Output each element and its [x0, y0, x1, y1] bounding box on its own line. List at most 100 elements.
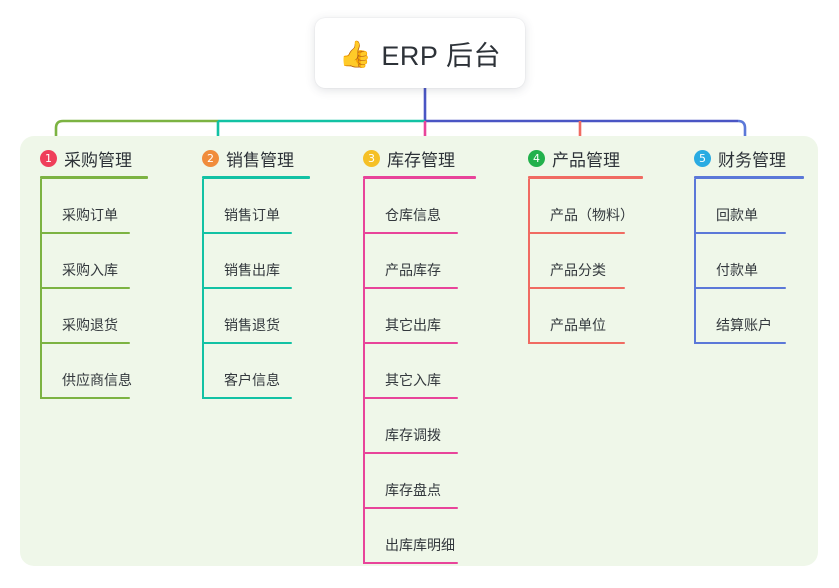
branch-item[interactable]: 采购入库: [40, 234, 148, 289]
branch-item[interactable]: 其它出库: [363, 289, 476, 344]
branch-item-rule: [528, 287, 625, 289]
branch-item-label: 采购入库: [62, 262, 118, 278]
branch-item[interactable]: 库存盘点: [363, 454, 476, 509]
branch-header-4[interactable]: 4 产品管理: [528, 145, 643, 171]
branch-items: 采购订单采购入库采购退货供应商信息: [40, 179, 148, 399]
branch-item-rule: [363, 562, 458, 564]
branch-number-badge: 3: [363, 149, 380, 167]
branch-item-rule: [363, 287, 458, 289]
branch-item-label: 结算账户: [716, 317, 772, 333]
branch-number-badge: 4: [528, 149, 545, 167]
branch-title: 财务管理: [718, 150, 786, 170]
branch-spine: [363, 179, 365, 564]
branch-title: 产品管理: [552, 150, 620, 170]
branch-header-2[interactable]: 2 销售管理: [202, 145, 310, 171]
branch-item-rule: [694, 287, 786, 289]
branch-header-1[interactable]: 1 采购管理: [40, 145, 148, 171]
branch-item-rule: [363, 452, 458, 454]
branch-spine: [202, 179, 204, 399]
branch-item[interactable]: 产品（物料）: [528, 179, 643, 234]
branch-item[interactable]: 产品库存: [363, 234, 476, 289]
root-node[interactable]: 👍 ERP 后台: [315, 18, 525, 88]
branch-item-rule: [694, 232, 786, 234]
branch-item-label: 采购退货: [62, 317, 118, 333]
branch-item[interactable]: 仓库信息: [363, 179, 476, 234]
branch-item-rule: [40, 342, 130, 344]
branch-number-badge: 1: [40, 149, 57, 167]
branch-header-rule: [694, 176, 804, 179]
branch-number-badge: 5: [694, 149, 711, 167]
branch-item[interactable]: 结算账户: [694, 289, 804, 344]
branch-item-label: 库存盘点: [385, 482, 441, 498]
branch-item-label: 其它出库: [385, 317, 441, 333]
branch-item[interactable]: 其它入库: [363, 344, 476, 399]
branch-spine: [694, 179, 696, 344]
branch-item[interactable]: 采购订单: [40, 179, 148, 234]
branch-item-label: 产品库存: [385, 262, 441, 278]
branch-item-rule: [363, 507, 458, 509]
branch-header-rule: [363, 176, 476, 179]
branch-item-rule: [202, 397, 292, 399]
drop-line-1: [54, 119, 64, 136]
branch-item[interactable]: 销售出库: [202, 234, 310, 289]
branch-number-badge: 2: [202, 149, 219, 167]
branch-item-rule: [363, 232, 458, 234]
branch-item-rule: [528, 232, 625, 234]
branch-item-label: 回款单: [716, 207, 758, 223]
branch-item-label: 销售出库: [224, 262, 280, 278]
branch-item[interactable]: 库存调拨: [363, 399, 476, 454]
branch-item[interactable]: 付款单: [694, 234, 804, 289]
branch-header-rule: [40, 176, 148, 179]
branch-items: 销售订单销售出库销售退货客户信息: [202, 179, 310, 399]
thumbs-up-icon: 👍: [339, 39, 372, 69]
branch-item-rule: [40, 397, 130, 399]
drop-line-5: [737, 119, 747, 136]
branch-item-label: 产品分类: [550, 262, 606, 278]
branch-item-label: 产品单位: [550, 317, 606, 333]
branch-items: 回款单付款单结算账户: [694, 179, 804, 344]
branch-item[interactable]: 供应商信息: [40, 344, 148, 399]
branch-item-label: 付款单: [716, 262, 758, 278]
branch-item[interactable]: 回款单: [694, 179, 804, 234]
branch-column-4: 4 产品管理产品（物料） 产品分类产品单位: [528, 145, 643, 344]
branch-item[interactable]: 出库库明细: [363, 509, 476, 564]
branch-item-label: 库存调拨: [385, 427, 441, 443]
branch-title: 销售管理: [226, 150, 294, 170]
branch-spine: [528, 179, 530, 344]
branch-item-rule: [40, 287, 130, 289]
branch-item-label: 出库库明细: [385, 537, 455, 553]
branch-item[interactable]: 销售退货: [202, 289, 310, 344]
branch-header-5[interactable]: 5 财务管理: [694, 145, 804, 171]
branch-item-label: 其它入库: [385, 372, 441, 388]
root-node-label: ERP 后台: [381, 40, 501, 71]
branch-item[interactable]: 客户信息: [202, 344, 310, 399]
branch-column-5: 5 财务管理回款单付款单结算账户: [694, 145, 804, 344]
branch-item-label: 客户信息: [224, 372, 280, 388]
branch-items: 仓库信息产品库存其它出库其它入库库存调拨库存盘点出库库明细: [363, 179, 476, 564]
branch-item-rule: [40, 232, 130, 234]
branch-item-label: 产品（物料）: [550, 207, 634, 223]
branch-item-rule: [202, 232, 292, 234]
branch-column-1: 1 采购管理采购订单采购入库采购退货供应商信息: [40, 145, 148, 399]
branch-item[interactable]: 采购退货: [40, 289, 148, 344]
branch-item-label: 销售退货: [224, 317, 280, 333]
branch-title: 采购管理: [64, 150, 132, 170]
branch-item-rule: [363, 397, 458, 399]
branch-item[interactable]: 产品分类: [528, 234, 643, 289]
branch-item-rule: [528, 342, 625, 344]
branch-spine: [40, 179, 42, 399]
branch-item-label: 销售订单: [224, 207, 280, 223]
branch-item[interactable]: 销售订单: [202, 179, 310, 234]
branch-item-rule: [363, 342, 458, 344]
branch-column-2: 2 销售管理销售订单销售出库销售退货客户信息: [202, 145, 310, 399]
branch-header-rule: [202, 176, 310, 179]
branches-panel: [20, 136, 818, 566]
branch-item-rule: [694, 342, 786, 344]
branch-header-rule: [528, 176, 643, 179]
branch-item-rule: [202, 342, 292, 344]
branch-item[interactable]: 产品单位: [528, 289, 643, 344]
